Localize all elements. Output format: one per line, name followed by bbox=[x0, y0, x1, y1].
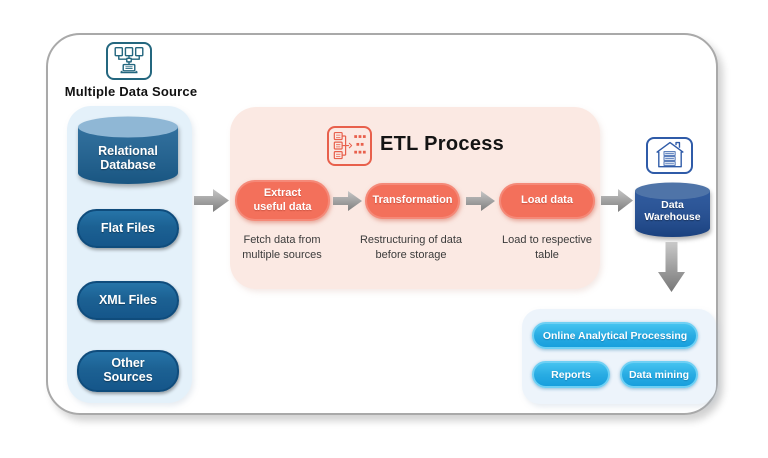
relational-database-label: Relational Database bbox=[98, 144, 158, 173]
xml-files-pill: XML Files bbox=[77, 281, 179, 320]
multiple-data-source-icon bbox=[106, 42, 152, 80]
data-warehouse-label: Data Warehouse bbox=[644, 199, 701, 224]
etl-process-icon bbox=[327, 126, 372, 166]
arrow-sources-to-etl bbox=[194, 189, 229, 212]
data-transform-icon bbox=[333, 131, 366, 160]
flat-files-label: Flat Files bbox=[100, 220, 156, 235]
etl-process-title: ETL Process bbox=[380, 133, 505, 155]
olap-label: Online Analytical Processing bbox=[542, 329, 688, 342]
warehouse-cylinder-shape bbox=[635, 182, 710, 237]
database-cylinder-shape bbox=[78, 116, 178, 184]
xml-files-label: XML Files bbox=[98, 292, 158, 307]
warehouse-house-icon bbox=[655, 141, 684, 168]
arrow-etl-to-warehouse bbox=[601, 189, 633, 212]
transformation-step-button: Transformation bbox=[365, 183, 460, 219]
transformation-step-label: Transformation bbox=[372, 194, 453, 207]
extract-step-description: Fetch data from multiple sources bbox=[242, 234, 322, 262]
other-sources-label: Other Sources bbox=[103, 356, 153, 384]
transformation-step-description: Restructuring of data before storage bbox=[359, 234, 463, 262]
other-sources-pill: Other Sources bbox=[77, 350, 179, 392]
data-mining-button: Data mining bbox=[620, 361, 698, 388]
multiple-data-source-label: Multiple Data Source bbox=[64, 84, 198, 99]
olap-button: Online Analytical Processing bbox=[532, 322, 698, 349]
arrow-transform-to-load bbox=[466, 191, 495, 211]
network-sources-icon bbox=[114, 46, 144, 74]
reports-label: Reports bbox=[551, 368, 591, 381]
load-step-description: Load to respective table bbox=[502, 234, 592, 262]
reports-button: Reports bbox=[532, 361, 610, 388]
data-warehouse-cylinder: Data Warehouse bbox=[634, 182, 711, 238]
extract-step-button: Extract useful data bbox=[235, 180, 330, 221]
load-step-label: Load data bbox=[521, 194, 573, 207]
relational-database-cylinder: Relational Database bbox=[77, 116, 179, 185]
arrow-warehouse-to-outputs bbox=[658, 242, 685, 292]
flat-files-pill: Flat Files bbox=[77, 209, 179, 248]
extract-step-label: Extract useful data bbox=[253, 187, 312, 213]
warehouse-icon bbox=[646, 137, 693, 174]
arrow-extract-to-transform bbox=[333, 191, 362, 211]
load-step-button: Load data bbox=[499, 183, 595, 219]
data-mining-label: Data mining bbox=[628, 368, 690, 381]
